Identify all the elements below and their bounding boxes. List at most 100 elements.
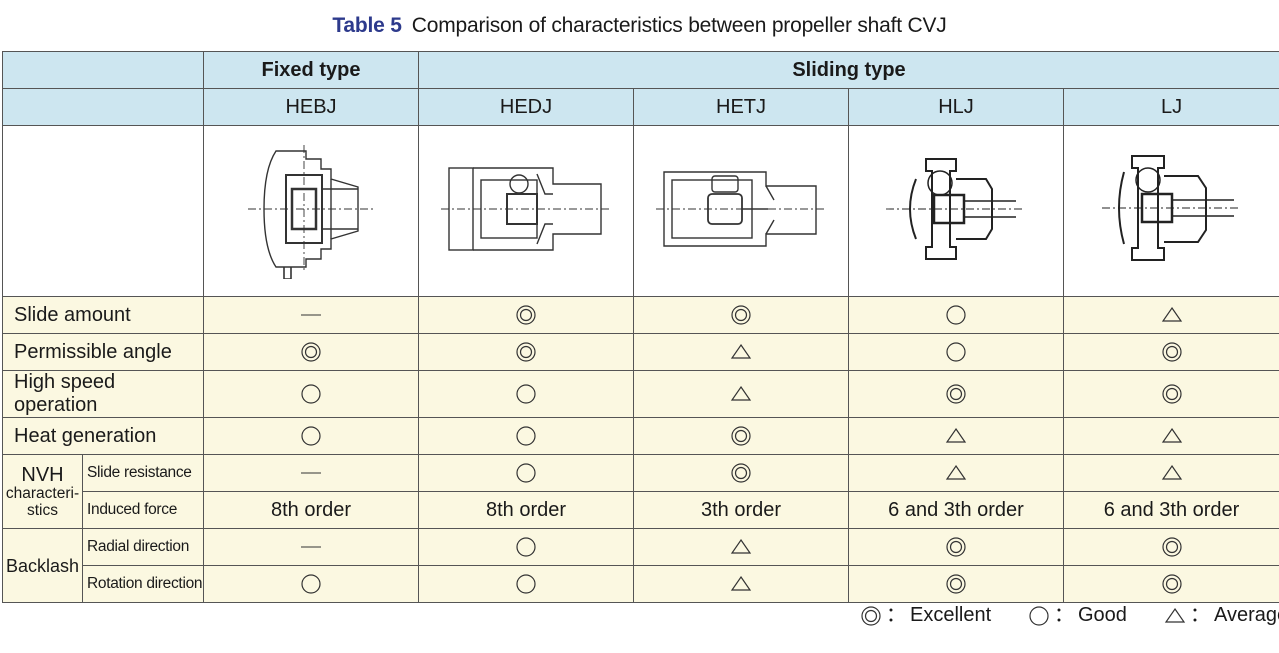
good-rating-icon bbox=[516, 537, 536, 557]
row-slide-amount: Slide amount bbox=[2, 296, 1279, 334]
drawing-row bbox=[2, 125, 1279, 297]
dash-rating-icon bbox=[301, 314, 321, 316]
header-sliding-type: Sliding type bbox=[417, 51, 1279, 89]
dash-rating-icon bbox=[301, 472, 321, 474]
average-symbol-icon bbox=[1164, 604, 1186, 626]
excellent-rating-icon bbox=[731, 426, 751, 446]
header-corner-2 bbox=[2, 88, 204, 126]
legend-average: ：Average bbox=[1160, 598, 1279, 627]
excellent-rating-icon bbox=[946, 574, 966, 594]
rating-cell bbox=[633, 454, 849, 492]
row-label: Slide amount bbox=[2, 296, 204, 334]
hedj-drawing bbox=[418, 125, 634, 297]
row-label: Heat generation bbox=[2, 417, 204, 455]
rating-cell bbox=[1062, 333, 1279, 371]
good-rating-icon bbox=[946, 342, 966, 362]
rating-cell bbox=[633, 333, 849, 371]
header-type-hetj: HETJ bbox=[633, 88, 849, 126]
legend-excellent-label: Excellent bbox=[910, 604, 992, 626]
nvh-group-label: NVH characteri- stics bbox=[2, 454, 83, 529]
rating-cell bbox=[848, 333, 1064, 371]
excellent-rating-icon bbox=[946, 537, 966, 557]
row-permissible-angle: Permissible angle bbox=[2, 333, 1279, 371]
average-rating-icon bbox=[730, 344, 752, 359]
drawing-corner bbox=[2, 125, 204, 297]
row-sub-label: Induced force bbox=[82, 491, 204, 529]
rating-cell bbox=[848, 417, 1064, 455]
rating-cell bbox=[848, 296, 1064, 334]
excellent-rating-icon bbox=[1161, 537, 1182, 557]
good-rating-icon bbox=[301, 426, 321, 446]
induced-force-cell: 6 and 3th order bbox=[848, 491, 1064, 529]
legend-average-label: Average bbox=[1214, 604, 1279, 626]
row-label: Permissible angle bbox=[2, 333, 204, 371]
rating-cell bbox=[633, 296, 849, 334]
average-rating-icon bbox=[730, 386, 752, 401]
excellent-rating-icon bbox=[301, 342, 321, 362]
header-corner bbox=[2, 51, 204, 89]
header-row-groups: Fixed type Sliding type bbox=[2, 51, 1279, 89]
legend-sep: ： bbox=[1190, 604, 1210, 626]
rating-cell bbox=[203, 417, 419, 455]
good-rating-icon bbox=[516, 463, 536, 483]
nvh-sub-label-2: stics bbox=[27, 501, 58, 519]
excellent-symbol-icon bbox=[860, 604, 882, 626]
rating-cell bbox=[418, 333, 634, 371]
row-induced-force: Induced force 8th order 8th order 3th or… bbox=[3, 491, 1279, 529]
header-type-lj: LJ bbox=[1062, 88, 1279, 126]
rating-cell bbox=[848, 370, 1064, 418]
good-rating-icon bbox=[516, 426, 536, 446]
rating-cell bbox=[633, 528, 849, 566]
row-heat-generation: Heat generation bbox=[2, 417, 1279, 455]
excellent-rating-icon bbox=[731, 463, 751, 483]
rating-cell bbox=[1062, 417, 1279, 455]
rating-cell bbox=[848, 528, 1064, 566]
legend-excellent: ：Excellent bbox=[856, 598, 991, 627]
average-rating-icon bbox=[730, 576, 752, 591]
excellent-rating-icon bbox=[516, 342, 536, 362]
induced-force-cell: 6 and 3th order bbox=[1062, 491, 1279, 529]
excellent-rating-icon bbox=[1161, 574, 1182, 594]
rating-cell bbox=[1062, 370, 1279, 418]
excellent-rating-icon bbox=[861, 606, 881, 626]
hebj-drawing bbox=[203, 125, 419, 297]
good-rating-icon bbox=[516, 384, 536, 404]
rating-cell bbox=[418, 370, 634, 418]
average-rating-icon bbox=[1164, 607, 1186, 623]
row-sub-label: Slide resistance bbox=[82, 454, 204, 492]
good-rating-icon bbox=[516, 574, 536, 594]
lj-drawing bbox=[1062, 125, 1279, 297]
average-rating-icon bbox=[945, 428, 967, 443]
table-title: Comparison of characteristics between pr… bbox=[411, 14, 947, 37]
row-label: High speed operation bbox=[2, 370, 204, 418]
legend-sep: ： bbox=[1054, 604, 1074, 626]
rating-cell bbox=[203, 454, 419, 492]
row-radial-direction: Backlash Radial direction bbox=[2, 528, 1279, 603]
rating-cell bbox=[633, 565, 849, 603]
rating-cell bbox=[1062, 454, 1279, 492]
rating-cell bbox=[1062, 565, 1279, 603]
row-high-speed-operation: High speed operation bbox=[2, 370, 1279, 418]
header-type-hlj: HLJ bbox=[848, 88, 1064, 126]
row-slide-resistance: NVH characteri- stics Slide resistance bbox=[2, 454, 1279, 529]
header-row-types: HEBJ HEDJ HETJ HLJ LJ bbox=[2, 88, 1279, 126]
rating-cell bbox=[418, 417, 634, 455]
good-rating-icon bbox=[301, 384, 321, 404]
row-rotation-direction: Rotation direction bbox=[3, 565, 1279, 603]
header-type-hebj: HEBJ bbox=[203, 88, 419, 126]
average-rating-icon bbox=[1161, 307, 1182, 322]
induced-force-cell: 3th order bbox=[633, 491, 849, 529]
induced-force-cell: 8th order bbox=[418, 491, 634, 529]
rating-cell bbox=[203, 296, 419, 334]
rating-cell bbox=[418, 296, 634, 334]
legend: ：Excellent ：Good ：Average bbox=[856, 598, 1279, 627]
rating-cell bbox=[848, 454, 1064, 492]
rating-cell bbox=[418, 528, 634, 566]
rating-cell bbox=[418, 454, 634, 492]
backlash-group-label: Backlash bbox=[2, 528, 83, 603]
dash-rating-icon bbox=[301, 546, 321, 548]
average-rating-icon bbox=[945, 465, 967, 480]
legend-good-label: Good bbox=[1078, 604, 1127, 626]
rating-cell bbox=[848, 565, 1064, 603]
